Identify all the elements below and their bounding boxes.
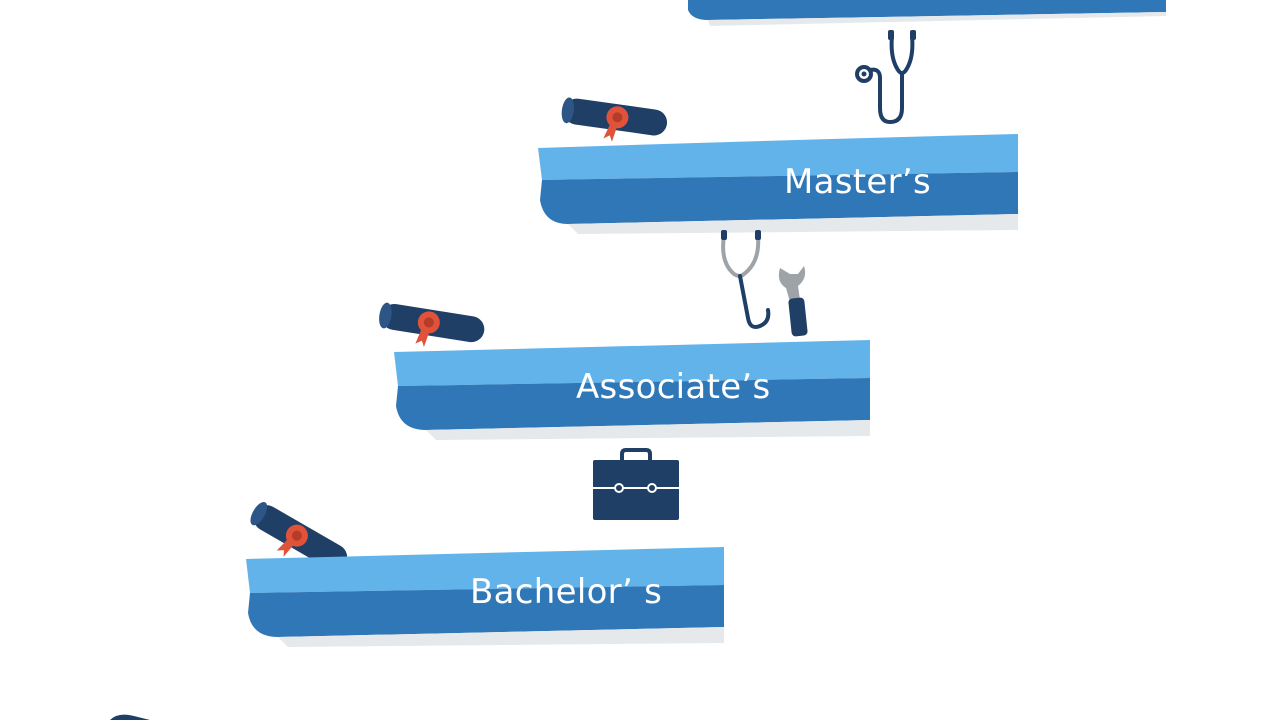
diploma-scroll-icon	[250, 501, 348, 571]
step-masters	[538, 134, 1018, 234]
step-label-bachelors: Bachelor’ s	[470, 572, 663, 612]
step-top-partial	[688, 0, 1166, 26]
briefcase-icon	[593, 448, 679, 520]
diploma-scroll-icon	[379, 302, 485, 347]
step-label-associates: Associate’s	[576, 367, 771, 407]
step-associates	[394, 340, 870, 440]
diploma-scroll-icon	[110, 714, 150, 720]
step-bachelors	[246, 547, 724, 647]
wrench-icon	[778, 266, 808, 337]
stethoscope-icon	[855, 30, 916, 125]
stethoscope-icon	[721, 230, 771, 329]
step-label-masters: Master’s	[784, 162, 932, 202]
diploma-scroll-icon	[561, 97, 668, 142]
